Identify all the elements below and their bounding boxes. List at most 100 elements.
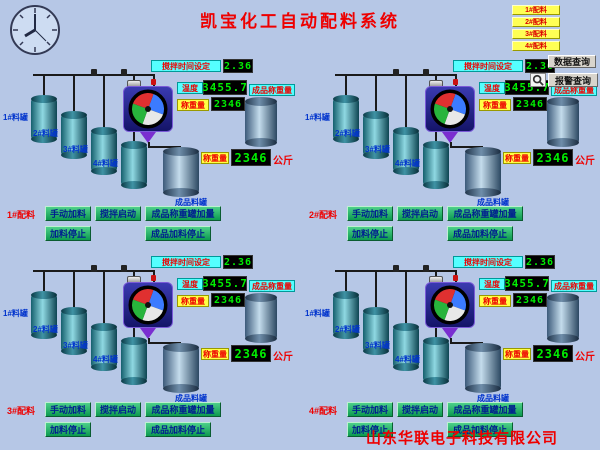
alarm-query-button[interactable]: 报警查询 bbox=[548, 73, 598, 87]
product-feed-stop-button[interactable]: 成品加料停止 bbox=[447, 226, 513, 241]
product-feed-stop-button[interactable]: 成品加料停止 bbox=[145, 226, 211, 241]
mixer bbox=[123, 282, 173, 328]
product-feed-stop-button[interactable]: 成品加料停止 bbox=[447, 422, 513, 437]
unit-kg-label: 公斤 bbox=[575, 156, 595, 167]
material-tank bbox=[333, 95, 359, 143]
batching-station-panel: 1#料罐 2#料罐 3#料罐 4#料罐 搅拌时间设定 2.36 bbox=[3, 252, 295, 446]
pipe bbox=[405, 74, 407, 130]
tank-label: 2#料罐 bbox=[33, 325, 58, 334]
tank-label: 1#料罐 bbox=[305, 309, 330, 318]
material-tank bbox=[121, 141, 147, 189]
product-weight-display: 2346 bbox=[533, 345, 573, 362]
feed-stop-button[interactable]: 加料停止 bbox=[45, 422, 91, 437]
product-weigh-tank bbox=[465, 147, 501, 197]
manual-feed-button[interactable]: 手动加料 bbox=[45, 402, 91, 417]
product-feed-stop-button[interactable]: 成品加料停止 bbox=[145, 422, 211, 437]
pipe bbox=[43, 74, 45, 98]
stir-time-label: 搅拌时间设定 bbox=[151, 256, 221, 268]
batching-station-panel: 1#料罐 2#料罐 3#料罐 4#料罐 搅拌时间设定 2.36 bbox=[3, 56, 295, 250]
temperature-label: 温度 bbox=[479, 82, 505, 94]
material-tank bbox=[91, 127, 117, 175]
mixer-funnel bbox=[140, 132, 156, 143]
pipe bbox=[405, 270, 407, 326]
valve-icon bbox=[91, 69, 97, 76]
material-tank bbox=[61, 307, 87, 355]
stir-time-display: 2.36 bbox=[525, 59, 555, 73]
valve-icon bbox=[423, 265, 429, 272]
tank-label: 1#料罐 bbox=[3, 309, 28, 318]
weight-label: 称重量 bbox=[177, 99, 209, 111]
stir-time-display: 2.36 bbox=[223, 255, 253, 269]
pipe bbox=[450, 146, 483, 148]
product-weight-chip: 称重量 bbox=[503, 348, 531, 360]
product-tank bbox=[245, 293, 277, 343]
station-id-label: 1#配料 bbox=[7, 210, 36, 220]
pipe bbox=[450, 338, 452, 344]
stir-time-display: 2.36 bbox=[223, 59, 253, 73]
manual-feed-button[interactable]: 手动加料 bbox=[347, 206, 393, 221]
product-tank bbox=[547, 293, 579, 343]
product-weight-display: 2346 bbox=[231, 149, 271, 166]
unit-kg-label: 公斤 bbox=[273, 156, 293, 167]
material-tank bbox=[393, 323, 419, 371]
batch-3-button[interactable]: 3#配料 bbox=[512, 29, 560, 39]
material-tank bbox=[121, 337, 147, 385]
batch-4-button[interactable]: 4#配料 bbox=[512, 41, 560, 51]
pipe bbox=[73, 270, 75, 310]
stir-time-display: 2.36 bbox=[525, 255, 555, 269]
product-weigh-add-button[interactable]: 成品称重罐加量 bbox=[145, 402, 221, 417]
temperature-display: 3455.7 bbox=[202, 80, 248, 95]
tank-label: 2#料罐 bbox=[335, 325, 360, 334]
stir-start-button[interactable]: 搅拌启动 bbox=[95, 206, 141, 221]
weight-label: 称重量 bbox=[479, 99, 511, 111]
stir-start-button[interactable]: 搅拌启动 bbox=[397, 402, 443, 417]
product-weight-label: 成品称重量 bbox=[249, 280, 295, 292]
valve-icon bbox=[393, 69, 399, 76]
product-weigh-add-button[interactable]: 成品称重罐加量 bbox=[447, 206, 523, 221]
unit-kg-label: 公斤 bbox=[575, 352, 595, 363]
product-tank bbox=[245, 97, 277, 147]
inlet-valve-icon bbox=[453, 275, 458, 281]
product-tank bbox=[547, 97, 579, 147]
tank-label: 3#料罐 bbox=[365, 341, 390, 350]
mixer bbox=[123, 86, 173, 132]
batch-2-button[interactable]: 2#配料 bbox=[512, 17, 560, 27]
tank-label: 1#料罐 bbox=[3, 113, 28, 122]
page-title: 凯宝化工自动配料系统 bbox=[200, 12, 400, 31]
weight-label: 称重量 bbox=[177, 295, 209, 307]
pipe bbox=[375, 270, 377, 310]
data-query-button[interactable]: 数据查询 bbox=[548, 55, 596, 68]
material-tank bbox=[423, 337, 449, 385]
inlet-valve-icon bbox=[453, 79, 458, 85]
temperature-label: 温度 bbox=[177, 82, 203, 94]
product-weigh-add-button[interactable]: 成品称重罐加量 bbox=[447, 402, 523, 417]
temperature-display: 3455.7 bbox=[504, 276, 550, 291]
valve-icon bbox=[393, 265, 399, 272]
product-weigh-add-button[interactable]: 成品称重罐加量 bbox=[145, 206, 221, 221]
product-weigh-tank bbox=[163, 343, 199, 393]
inlet-valve-icon bbox=[151, 275, 156, 281]
tank-label: 4#料罐 bbox=[395, 355, 420, 364]
weight-display: 2346 bbox=[211, 97, 245, 111]
valve-icon bbox=[91, 265, 97, 272]
feed-stop-button[interactable]: 加料停止 bbox=[347, 422, 393, 437]
stir-start-button[interactable]: 搅拌启动 bbox=[397, 206, 443, 221]
pipe bbox=[375, 74, 377, 114]
stir-time-label: 搅拌时间设定 bbox=[453, 256, 523, 268]
manual-feed-button[interactable]: 手动加料 bbox=[347, 402, 393, 417]
unit-kg-label: 公斤 bbox=[273, 352, 293, 363]
product-weight-chip: 称重量 bbox=[201, 348, 229, 360]
product-weight-label: 成品称重量 bbox=[551, 280, 597, 292]
magnifier-icon bbox=[530, 73, 546, 87]
material-tank bbox=[393, 127, 419, 175]
alarm-query-group: 报警查询 bbox=[530, 73, 598, 87]
stir-start-button[interactable]: 搅拌启动 bbox=[95, 402, 141, 417]
batch-select-group: 1#配料 2#配料 3#配料 4#配料 bbox=[512, 5, 560, 53]
pipe bbox=[345, 270, 347, 294]
feed-stop-button[interactable]: 加料停止 bbox=[45, 226, 91, 241]
batch-1-button[interactable]: 1#配料 bbox=[512, 5, 560, 15]
pipe bbox=[148, 338, 150, 344]
manual-feed-button[interactable]: 手动加料 bbox=[45, 206, 91, 221]
feed-stop-button[interactable]: 加料停止 bbox=[347, 226, 393, 241]
pipe bbox=[450, 342, 483, 344]
